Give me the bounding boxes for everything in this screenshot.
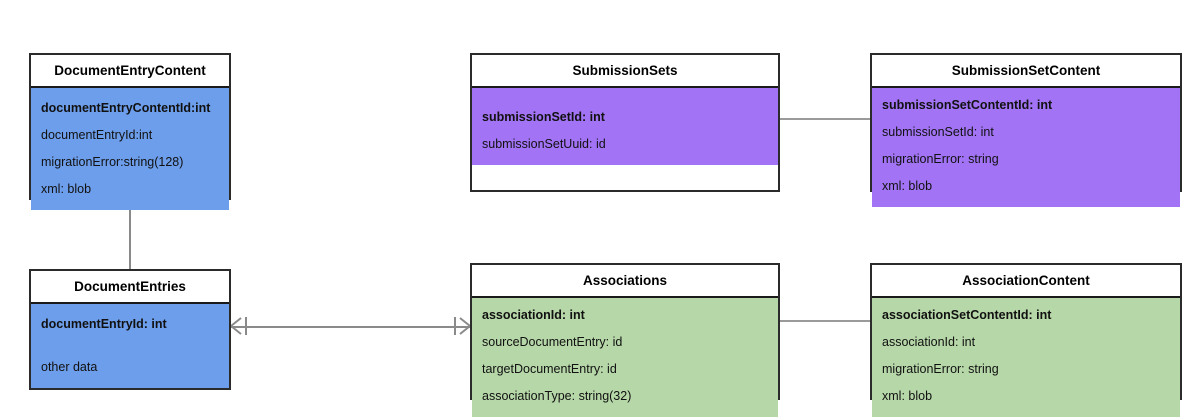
attribute-primary-key: submissionSetContentId: int xyxy=(882,98,1053,112)
cardinality-one-marker-documententries xyxy=(230,317,247,335)
entity-title-document-entry-content: DocumentEntryContent xyxy=(31,55,229,88)
attribute-row: xml: blob xyxy=(882,389,933,403)
entity-attributes-document-entry-content: documentEntryContentId:int documentEntry… xyxy=(31,88,229,210)
entity-attributes-document-entries: documentEntryId: int other data xyxy=(31,304,229,388)
attribute-row: migrationError: string xyxy=(882,152,999,166)
connector-documententrycontent-documententries xyxy=(129,199,131,269)
cardinality-many-marker-associations xyxy=(454,317,471,335)
attribute-primary-key: documentEntryId: int xyxy=(41,317,167,331)
attribute-row: other data xyxy=(41,360,98,374)
entity-title-submission-sets: SubmissionSets xyxy=(472,55,778,88)
connector-submissionsets-submissionsetcontent xyxy=(780,118,870,120)
entity-submission-set-content[interactable]: SubmissionSetContent submissionSetConten… xyxy=(870,53,1182,207)
attribute-row: migrationError: string xyxy=(882,362,999,376)
entity-title-associations: Associations xyxy=(472,265,778,298)
attribute-row: submissionSetUuid: id xyxy=(482,137,606,151)
attribute-row: associationId: int xyxy=(882,335,976,349)
entity-attributes-submission-set-content: submissionSetContentId: int submissionSe… xyxy=(872,88,1180,207)
attribute-primary-key: associationId: int xyxy=(482,308,585,322)
entity-title-association-content: AssociationContent xyxy=(872,265,1180,298)
entity-association-content[interactable]: AssociationContent associationSetContent… xyxy=(870,263,1182,417)
attribute-primary-key: associationSetContentId: int xyxy=(882,308,1052,322)
attribute-primary-key: submissionSetId: int xyxy=(482,110,605,124)
entity-document-entries[interactable]: DocumentEntries documentEntryId: int oth… xyxy=(29,269,231,390)
attribute-primary-key: documentEntryContentId:int xyxy=(41,101,211,115)
attribute-row: xml: blob xyxy=(41,182,92,196)
entity-document-entry-content[interactable]: DocumentEntryContent documentEntryConten… xyxy=(29,53,231,210)
entity-title-document-entries: DocumentEntries xyxy=(31,271,229,304)
connector-documententries-associations xyxy=(231,326,470,328)
attribute-row: migrationError:string(128) xyxy=(41,155,184,169)
attribute-row: xml: blob xyxy=(882,179,933,193)
entity-attributes-association-content: associationSetContentId: int association… xyxy=(872,298,1180,417)
attribute-row: associationType: string(32) xyxy=(482,389,632,403)
entity-submission-sets[interactable]: SubmissionSets submissionSetId: int subm… xyxy=(470,53,780,192)
attribute-row: documentEntryId:int xyxy=(41,128,153,142)
entity-associations[interactable]: Associations associationId: int sourceDo… xyxy=(470,263,780,417)
attribute-row: targetDocumentEntry: id xyxy=(482,362,617,376)
attribute-row: submissionSetId: int xyxy=(882,125,994,139)
entity-attributes-submission-sets: submissionSetId: int submissionSetUuid: … xyxy=(472,88,778,165)
attribute-row: sourceDocumentEntry: id xyxy=(482,335,623,349)
connector-associations-associationcontent xyxy=(780,320,870,322)
entity-title-submission-set-content: SubmissionSetContent xyxy=(872,55,1180,88)
entity-attributes-associations: associationId: int sourceDocumentEntry: … xyxy=(472,298,778,417)
